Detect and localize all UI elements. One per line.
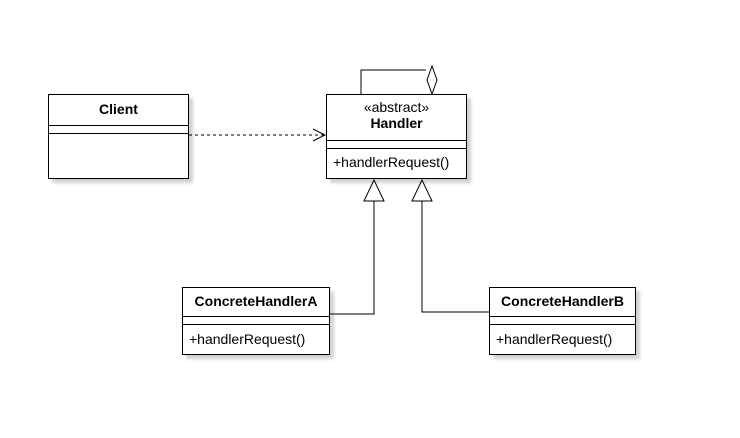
class-handler[interactable]: «abstract» Handler +handlerRequest() [326,94,467,179]
class-name: ConcreteHandlerB [490,288,635,317]
class-name: ConcreteHandlerA [183,288,329,317]
operation: +handlerRequest() [333,154,450,170]
aggregation-line [360,69,426,94]
stereotype-label: «abstract» [363,99,430,115]
class-concrete-handler-a[interactable]: ConcreteHandlerA +handlerRequest() [182,287,330,355]
generalization-arrowhead-a [363,178,385,202]
class-client[interactable]: Client [48,94,189,179]
attributes-compartment [49,126,188,134]
dependency-arrowhead [312,128,327,142]
aggregation-diamond [426,64,438,96]
attributes-compartment [327,141,466,149]
class-concrete-handler-b[interactable]: ConcreteHandlerB +handlerRequest() [489,287,636,355]
class-name: Client [49,95,188,126]
class-name: Handler [370,115,423,131]
operation: +handlerRequest() [496,331,613,347]
generalization-arrowhead-b [411,178,433,202]
generalization-line-b [421,201,489,313]
attributes-compartment [183,317,329,325]
generalization-line-a [330,201,375,315]
operation: +handlerRequest() [189,331,306,347]
attributes-compartment [490,317,635,325]
class-header: «abstract» Handler [327,95,466,141]
